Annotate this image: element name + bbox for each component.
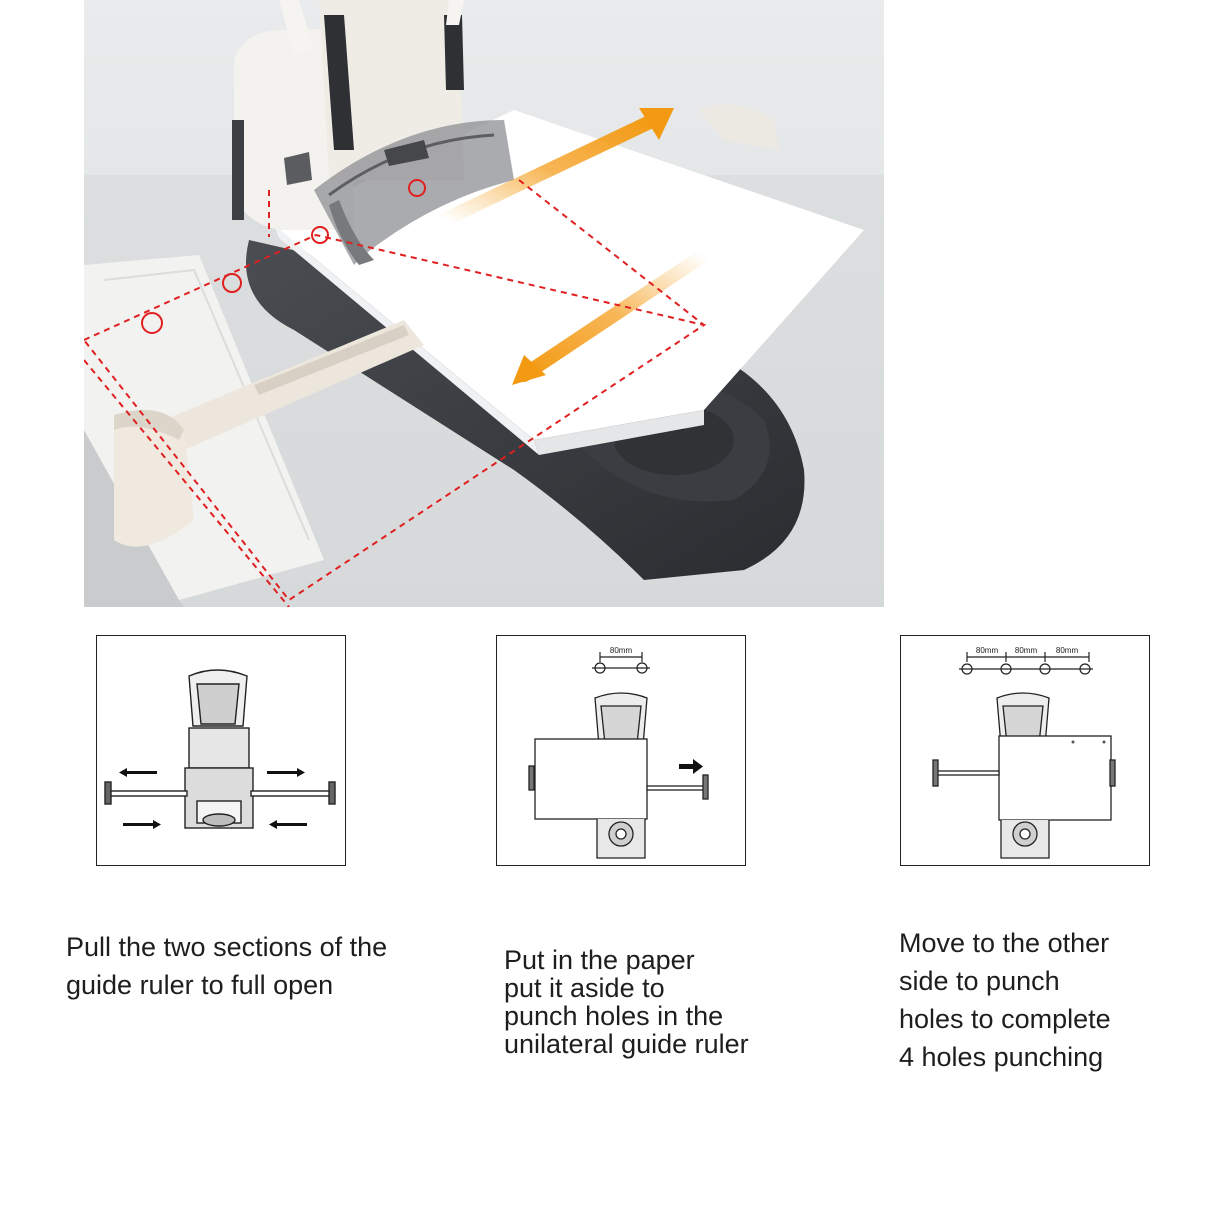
- step-3-diagram: 80mm 80mm 80mm: [900, 635, 1150, 866]
- step-1-diagram: [96, 635, 346, 866]
- spacing-label: 80mm: [1015, 646, 1038, 655]
- product-photo: [84, 0, 884, 607]
- step-3-caption: Move to the other side to punch holes to…: [899, 928, 1111, 1072]
- step-1-caption: Pull the two sections of the guide ruler…: [66, 932, 388, 1000]
- step-2-diagram: 80mm: [496, 635, 746, 866]
- spacing-label: 80mm: [1056, 646, 1079, 655]
- spacing-label: 80mm: [610, 646, 633, 655]
- spacing-label: 80mm: [976, 646, 999, 655]
- step-2-caption: Put in the paper put it aside to punch h…: [504, 945, 749, 1059]
- hole-punch-illustration: [84, 0, 884, 607]
